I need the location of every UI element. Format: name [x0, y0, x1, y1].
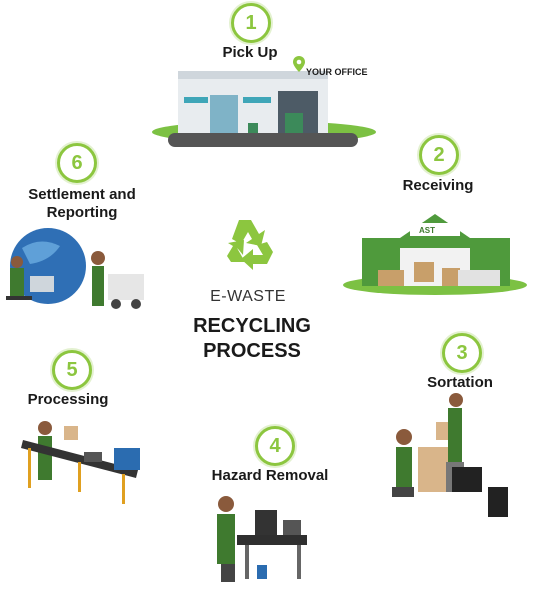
- step-label-processing: Processing: [27, 391, 109, 408]
- e-waste-subtitle: E-WASTE: [210, 288, 286, 305]
- location-pin-icon: [293, 56, 305, 72]
- step-number-4: 4: [255, 426, 295, 466]
- step-label-hazard-removal: Hazard Removal: [211, 467, 329, 484]
- recycle-icon: [219, 212, 283, 276]
- office-illustration: [148, 55, 380, 150]
- title-line-2: PROCESS: [203, 340, 301, 362]
- title-line-1: RECYCLING: [193, 315, 311, 337]
- warehouse-illustration: [340, 208, 530, 300]
- sorting-workers-illustration: [378, 392, 518, 522]
- your-office-tag: YOUR OFFICE: [306, 67, 368, 77]
- step-number-3: 3: [442, 333, 482, 373]
- reporting-illustration: [0, 226, 150, 321]
- step-number-1: 1: [231, 3, 271, 43]
- step-label-pick-up: Pick Up: [222, 44, 278, 61]
- hazard-removal-illustration: [205, 490, 315, 585]
- step-label-sortation: Sortation: [427, 374, 493, 391]
- step-number-6: 6: [57, 143, 97, 183]
- step-label-line-2: Reporting: [46, 204, 118, 221]
- step-label-receiving: Receiving: [402, 177, 474, 194]
- step-label-line-1: Settlement and: [28, 186, 136, 203]
- step-label-settlement-reporting: Settlement and Reporting: [8, 186, 156, 222]
- step-number-5: 5: [52, 350, 92, 390]
- processing-line-illustration: [18, 418, 158, 513]
- ast-sign: AST: [419, 226, 435, 235]
- step-number-2: 2: [419, 135, 459, 175]
